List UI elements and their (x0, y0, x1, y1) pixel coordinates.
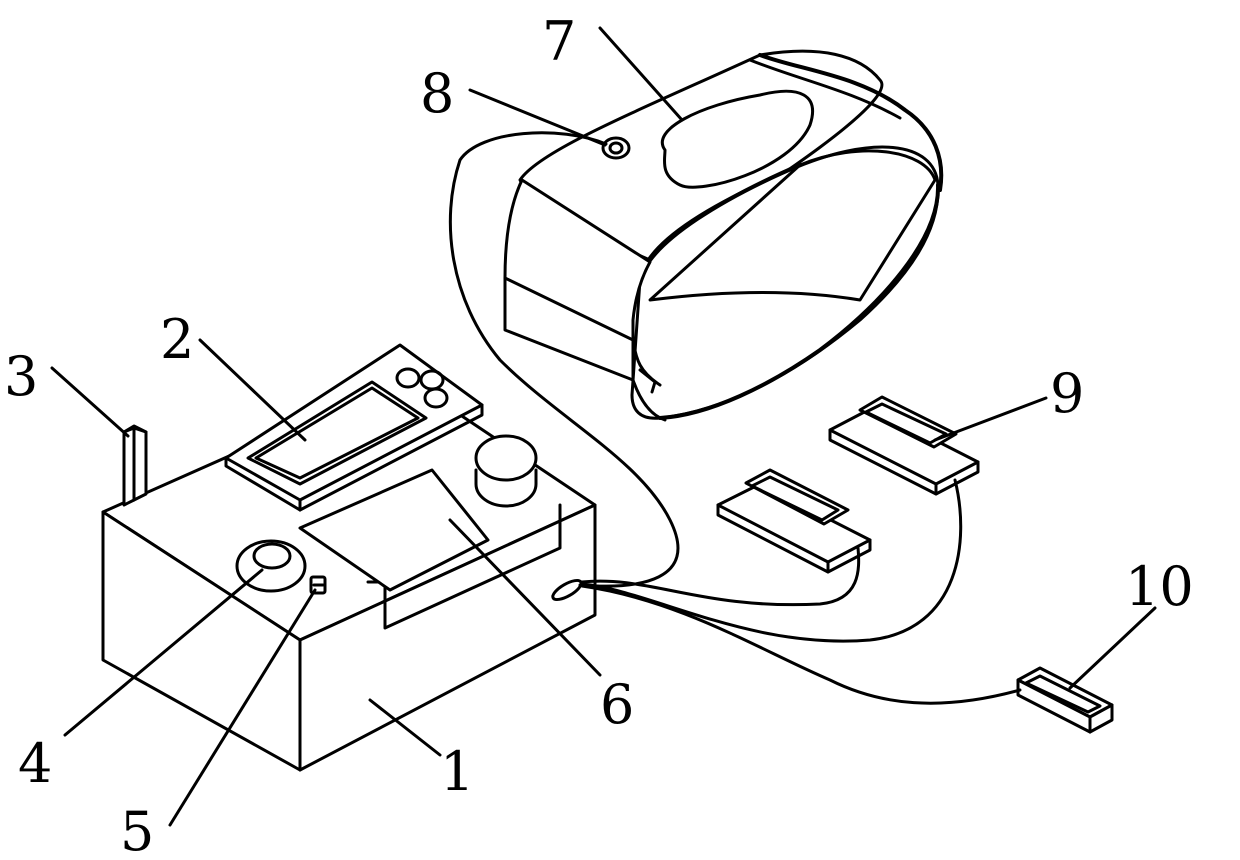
knob (476, 436, 536, 506)
leader-8 (470, 90, 605, 145)
label-4: 4 (18, 732, 52, 795)
belt-connector (603, 138, 629, 158)
waist-belt (505, 51, 941, 420)
leader-10 (1070, 608, 1155, 688)
electrode-pad-left (718, 470, 870, 572)
label-2: 2 (160, 308, 194, 371)
label-6: 6 (600, 673, 634, 736)
antenna (124, 426, 146, 505)
label-1: 1 (440, 740, 474, 803)
label-8: 8 (420, 62, 454, 125)
leader-9 (935, 398, 1046, 440)
leader-2 (200, 340, 305, 440)
leader-7 (600, 28, 682, 120)
label-7: 7 (542, 10, 576, 73)
label-10: 10 (1125, 555, 1194, 618)
label-5: 5 (120, 800, 154, 860)
plug (1018, 668, 1112, 732)
label-3: 3 (4, 345, 38, 408)
leader-3 (52, 368, 128, 436)
label-9: 9 (1050, 362, 1084, 425)
